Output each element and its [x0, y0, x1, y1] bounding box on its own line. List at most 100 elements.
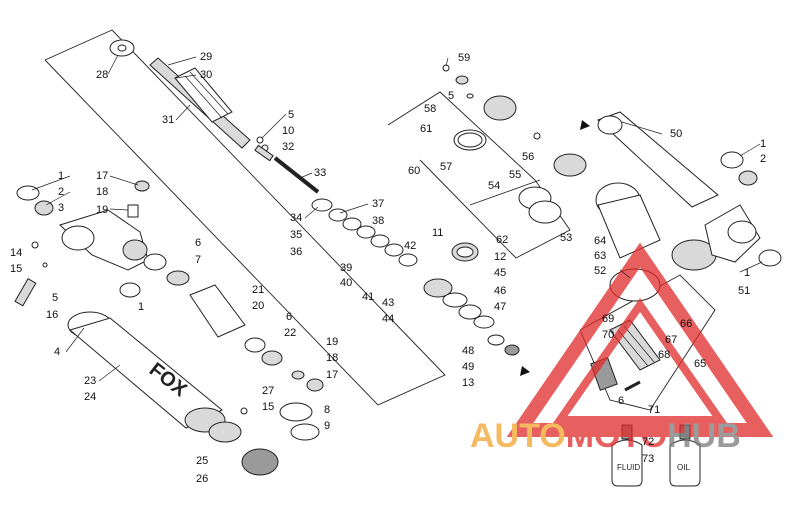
- callout-47: 47: [494, 301, 506, 313]
- callout-3: 3: [58, 202, 64, 214]
- bushing-1-2-right: [720, 151, 758, 186]
- shaft-29-31: [149, 57, 251, 149]
- reservoir-50: [597, 111, 719, 208]
- callout-27: 27: [262, 385, 274, 397]
- seal-8-9: [279, 402, 320, 441]
- callout-68: 68: [658, 349, 670, 361]
- leader-lines: [31, 54, 763, 382]
- callout-35: 35: [290, 229, 302, 241]
- sleeve-20-21: [189, 284, 246, 338]
- valve-17-19-top: [127, 180, 150, 218]
- callout-52: 52: [594, 265, 606, 277]
- piston-42-45: [423, 278, 520, 356]
- bolt-5-10-32: [254, 136, 274, 162]
- callout-49: 49: [462, 361, 474, 373]
- callout-34: 34: [290, 212, 302, 224]
- valve-55-56: [533, 132, 587, 177]
- callout-28: 28: [96, 69, 108, 81]
- callout-29: 29: [200, 51, 212, 63]
- eyelet-3: [59, 209, 149, 271]
- callout-5-left: 5: [52, 292, 58, 304]
- callout-40: 40: [340, 277, 352, 289]
- callout-18-top: 18: [96, 186, 108, 198]
- callout-2-right: 2: [760, 153, 766, 165]
- callout-1-mid: 1: [138, 301, 144, 313]
- reservoir-end-63-64: [595, 182, 717, 271]
- ring-57-61: [453, 129, 487, 151]
- callout-2-left: 2: [58, 186, 64, 198]
- callout-61: 61: [420, 123, 432, 135]
- callout-38: 38: [372, 215, 384, 227]
- callout-60: 60: [408, 165, 420, 177]
- fluid-bottle-label: FLUID: [617, 463, 640, 472]
- callout-57: 57: [440, 161, 452, 173]
- watermark-text: AUTOMOTOHUB: [470, 417, 741, 455]
- callout-11: 11: [432, 227, 443, 239]
- callout-26: 26: [196, 473, 208, 485]
- callout-41: 41: [362, 291, 374, 303]
- callout-46: 46: [494, 285, 506, 297]
- frame-shock-internals: [44, 29, 446, 406]
- callout-32: 32: [282, 141, 294, 153]
- callout-12: 12: [494, 251, 506, 263]
- callout-62: 62: [496, 234, 508, 246]
- orings-6-7-1: [119, 253, 190, 298]
- rod-33: [273, 156, 320, 194]
- callout-22: 22: [284, 327, 296, 339]
- callout-72: 72: [642, 436, 654, 448]
- callout-73: 73: [642, 453, 654, 465]
- callout-50: 50: [670, 128, 682, 140]
- bolt-14-16: [14, 241, 48, 307]
- callout-69: 69: [602, 313, 614, 325]
- callout-65: 65: [694, 358, 706, 370]
- callout-10: 10: [282, 125, 294, 137]
- eyelet-51: [704, 204, 782, 267]
- callout-8: 8: [324, 404, 330, 416]
- callout-42: 42: [404, 240, 416, 252]
- callout-labels: 28 29 30 31 5 10 32 33 34 35 36 37 38 39…: [10, 51, 766, 485]
- seals-11-12: [451, 242, 479, 262]
- callout-36: 36: [290, 246, 302, 258]
- callout-64: 64: [594, 235, 606, 247]
- callout-67: 67: [665, 334, 677, 346]
- callout-66: 66: [680, 318, 692, 330]
- shock-body-23-24: FOX: [67, 311, 226, 433]
- callout-17-bottom: 17: [326, 369, 338, 381]
- orings-53-54: [518, 186, 562, 224]
- oring-6-22: [244, 337, 283, 366]
- callout-43: 43: [382, 297, 394, 309]
- callout-45: 45: [494, 267, 506, 279]
- callout-1-right: 1: [760, 138, 766, 150]
- callout-17-top: 17: [96, 170, 108, 182]
- watermark-logo: AUTOMOTOHUB: [470, 242, 774, 455]
- callout-19-top: 19: [96, 204, 108, 216]
- callout-31: 31: [162, 114, 174, 126]
- callout-5: 5: [288, 109, 294, 121]
- callout-21: 21: [252, 284, 264, 296]
- callout-6-lower: 6: [286, 311, 292, 323]
- callout-54: 54: [488, 180, 500, 192]
- washers-34-36: [311, 198, 418, 267]
- callout-16: 16: [46, 309, 58, 321]
- arrow-marker-bottom: [520, 366, 530, 376]
- callout-6-adjuster: 6: [618, 395, 624, 407]
- callout-7: 7: [195, 254, 201, 266]
- callout-53: 53: [560, 232, 572, 244]
- callout-15-left: 15: [10, 263, 22, 275]
- bushing-1-2-left: [16, 185, 54, 216]
- callout-1-left: 1: [58, 170, 64, 182]
- callout-56: 56: [522, 151, 534, 163]
- callout-4: 4: [54, 346, 60, 358]
- valve-17-19-bottom: [291, 370, 324, 392]
- callout-1-far-right: 1: [744, 267, 750, 279]
- cap-25-26: [208, 407, 279, 476]
- callout-33: 33: [314, 167, 326, 179]
- callout-30: 30: [200, 69, 212, 81]
- cap-58-59: [442, 64, 517, 121]
- callout-19-bottom: 19: [326, 336, 338, 348]
- callout-37: 37: [372, 198, 384, 210]
- pin-71: [624, 380, 641, 392]
- callout-59: 59: [458, 52, 470, 64]
- callout-13: 13: [462, 377, 474, 389]
